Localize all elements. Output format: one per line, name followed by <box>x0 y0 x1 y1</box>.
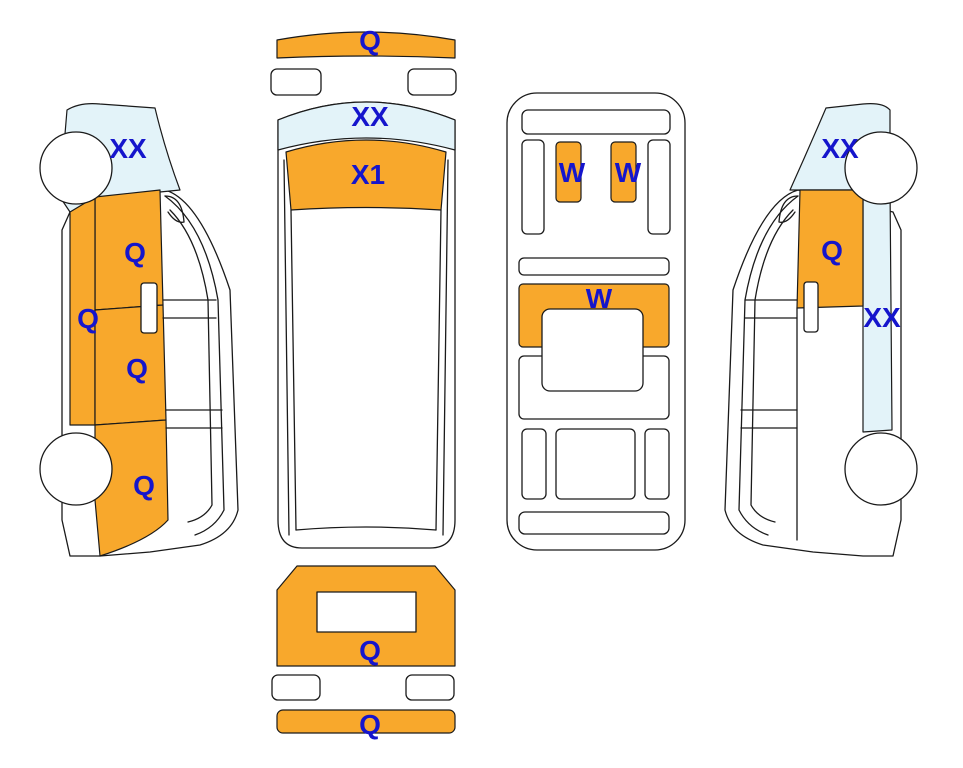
roof-panel-1 <box>555 141 582 203</box>
label-rear-door: Q <box>359 635 381 666</box>
label-left-window: XX <box>109 133 147 164</box>
left-side-mirror <box>164 195 185 223</box>
label-left-rear-quarter: Q <box>133 470 155 501</box>
left-side-rail-2 <box>165 409 223 429</box>
right-rear-wheel <box>844 432 918 506</box>
right-side-rail-2 <box>740 409 798 429</box>
front-headlight-left <box>270 68 322 96</box>
roof-rear-edge <box>295 526 437 531</box>
label-left-body-side: Q <box>77 303 99 334</box>
interior-rear-bench <box>518 511 670 535</box>
right-side-mirror <box>778 195 799 223</box>
rear-taillight-right <box>405 674 455 701</box>
left-front-wheel <box>39 131 113 205</box>
label-right-window: XX <box>821 133 859 164</box>
interior-left-front-panel <box>521 139 545 235</box>
label-roof-panel-2: W <box>615 157 642 188</box>
front-headlight-right <box>407 68 457 96</box>
left-rear-quarter <box>94 419 169 557</box>
right-side-view <box>724 103 918 557</box>
label-roof-panel-3: W <box>586 283 613 314</box>
roof-side-line-left-outer <box>283 159 290 536</box>
label-right-front-door: Q <box>821 235 843 266</box>
label-hood: X1 <box>351 159 385 190</box>
interior-rear-right <box>644 428 670 500</box>
rear-bumper <box>276 709 456 734</box>
roof-panel-2 <box>610 141 637 203</box>
label-right-body-side: XX <box>863 302 901 333</box>
label-left-slide-door: Q <box>126 353 148 384</box>
label-windshield: XX <box>351 101 389 132</box>
right-door-handle <box>803 281 819 333</box>
right-front-door <box>796 189 864 309</box>
left-rear-wheel <box>39 432 113 506</box>
label-roof-panel-1: W <box>559 157 586 188</box>
right-side-pillar <box>738 195 799 536</box>
interior-dashboard <box>521 109 671 135</box>
label-rear-bumper: Q <box>359 709 381 740</box>
left-door-handle <box>140 282 158 334</box>
left-side-view <box>39 103 239 557</box>
roof-side-line-left <box>290 209 297 531</box>
interior-rear-center <box>555 428 636 500</box>
interior-sunroof <box>541 308 644 392</box>
interior-divider <box>518 257 670 276</box>
right-side-rail-1 <box>744 299 798 319</box>
roof-side-line-right-outer <box>442 159 449 536</box>
rear-taillight-left <box>271 674 321 701</box>
interior-right-front-panel <box>647 139 671 235</box>
left-side-pillar <box>164 195 225 536</box>
rear-window <box>316 591 417 633</box>
interior-rear-left <box>521 428 547 500</box>
left-side-rail-1 <box>162 299 217 319</box>
label-front-bumper: Q <box>359 25 381 56</box>
front-bumper <box>276 31 456 59</box>
label-left-front-door: Q <box>124 237 146 268</box>
right-front-wheel <box>844 131 918 205</box>
windshield-glass <box>277 101 456 151</box>
roof-side-line-right <box>435 209 442 531</box>
